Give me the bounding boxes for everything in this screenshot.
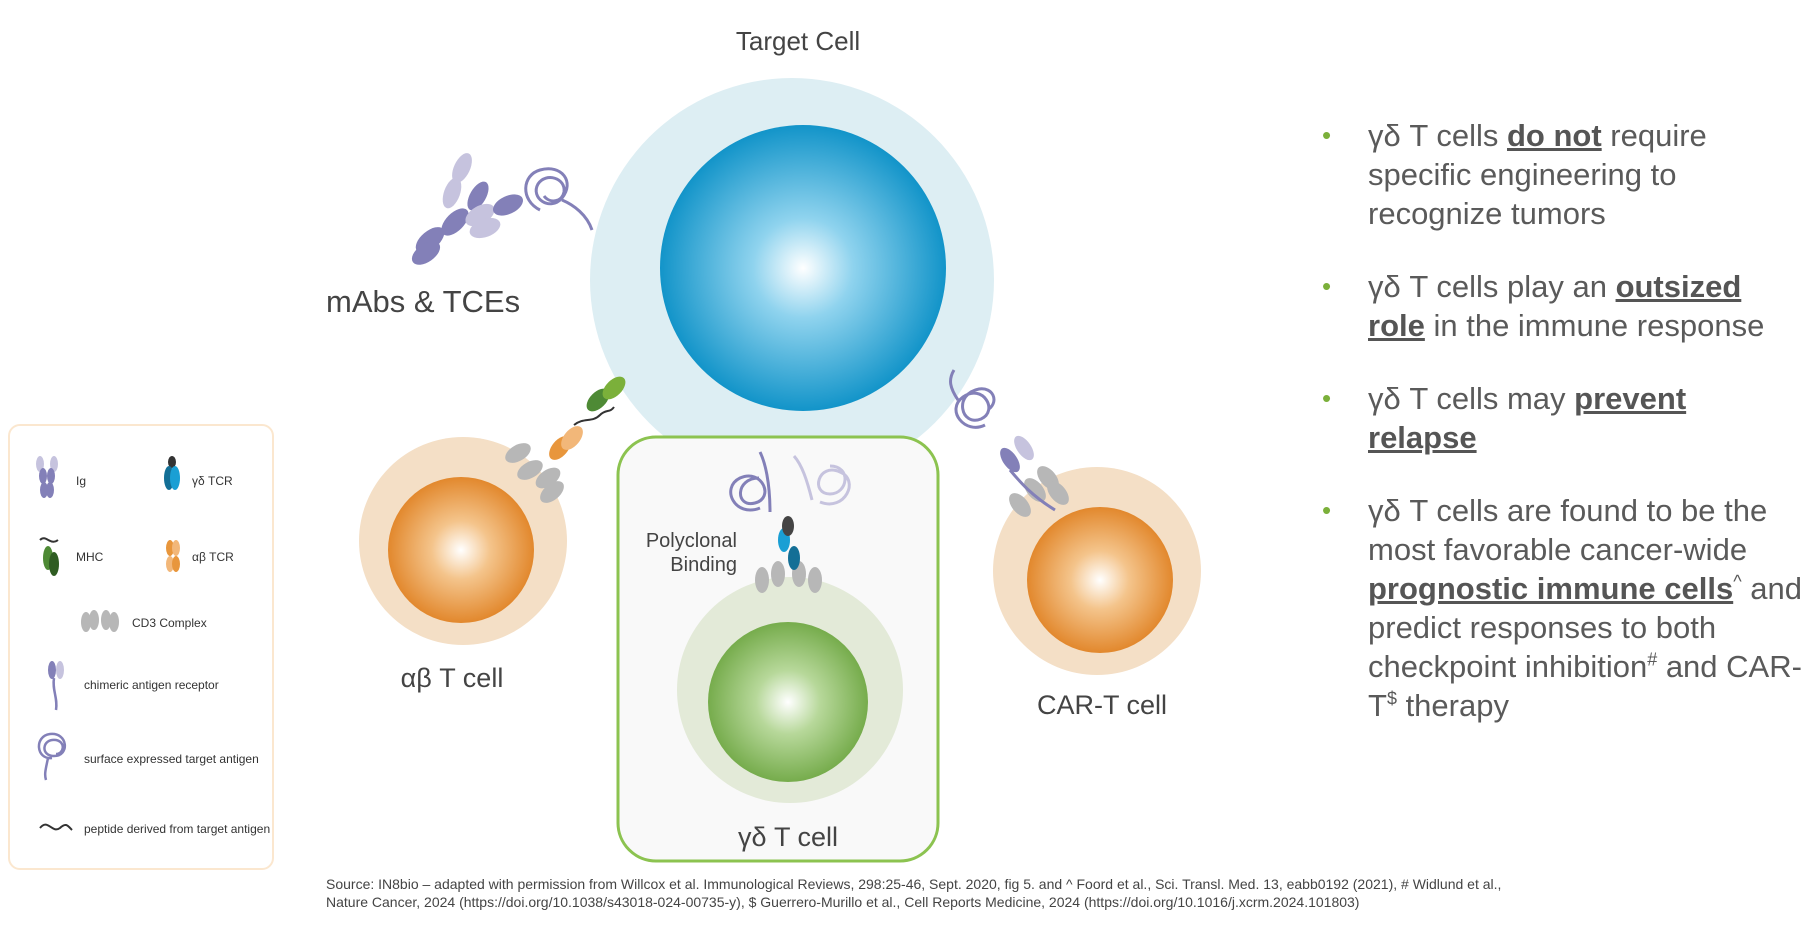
key-point-1: γδ T cells do not require specific engin…: [1322, 116, 1802, 233]
ab-tcell-label: αβ T cell: [401, 663, 504, 693]
legend-ig-label: Ig: [76, 474, 87, 488]
ab-tcell: [388, 477, 534, 623]
ab-tcr-complex: [505, 376, 626, 503]
car-complex: [949, 369, 1069, 517]
target-antigen-icon: [37, 732, 66, 781]
ig-icon: [36, 456, 58, 498]
key-points-list: γδ T cells do not require specific engin…: [1322, 116, 1802, 759]
legend-cd3-label: CD3 Complex: [132, 616, 207, 630]
antibody-cluster: [411, 153, 523, 265]
legend-box: Ig γδ TCR MHC αβ TCR CD3 Complex chimeri…: [8, 424, 274, 870]
source-line-1: Source: IN8bio – adapted with permission…: [326, 876, 1502, 892]
car-icon: [48, 661, 64, 711]
target-cell-label: Target Cell: [736, 26, 860, 56]
mhc-icon: [39, 537, 59, 576]
cart-cell-label: CAR-T cell: [1037, 690, 1167, 720]
legend-mhc-label: MHC: [76, 550, 104, 564]
gd-tcell-label: γδ T cell: [738, 822, 838, 852]
target-antigen-mabs: [524, 167, 594, 231]
gd-tcell: [708, 622, 868, 782]
legend-car-label: chimeric antigen receptor: [84, 678, 219, 692]
mabs-label: mAbs & TCEs: [326, 284, 520, 319]
peptide-icon: [39, 823, 73, 831]
legend-target-antigen-label: surface expressed target antigen: [84, 752, 259, 766]
gd-tcr-icon: [164, 456, 180, 490]
source-citation: Source: IN8bio – adapted with permission…: [326, 875, 1566, 911]
legend-gd-tcr-label: γδ TCR: [192, 474, 233, 488]
legend-peptide-label: peptide derived from target antigen: [84, 822, 271, 836]
key-point-4: γδ T cells are found to be the most favo…: [1322, 491, 1802, 725]
ab-tcr-icon: [166, 540, 180, 572]
key-point-2: γδ T cells play an outsized role in the …: [1322, 267, 1802, 345]
source-line-2: Nature Cancer, 2024 (https://doi.org/10.…: [326, 894, 1360, 910]
polyclonal-binding-line1: Polyclonal: [646, 530, 737, 552]
legend-ab-tcr-label: αβ TCR: [192, 550, 234, 564]
polyclonal-binding-line2: Binding: [670, 554, 737, 576]
cart-cell: [1027, 507, 1173, 653]
gd-tcr-complex: [729, 451, 851, 593]
cd3-complex-icon: [81, 610, 119, 632]
target-cell: [660, 125, 946, 411]
key-point-3: γδ T cells may prevent relapse: [1322, 379, 1802, 457]
